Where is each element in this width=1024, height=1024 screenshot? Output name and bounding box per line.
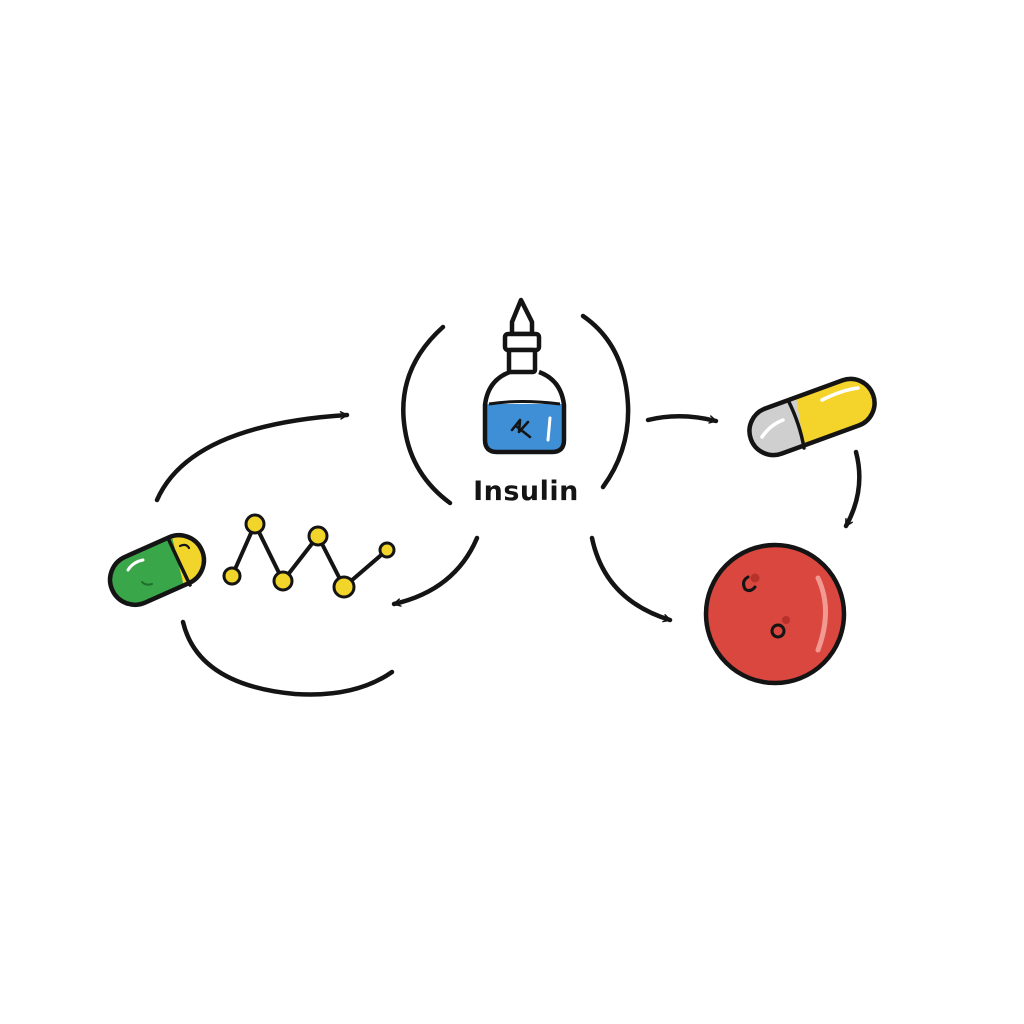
left-bracket-arc bbox=[401, 324, 453, 506]
red-cell-icon bbox=[703, 542, 847, 686]
arrow-insulin-to-pill bbox=[645, 413, 719, 424]
insulin-bottle-icon bbox=[482, 297, 567, 455]
right-bracket-arc bbox=[580, 313, 631, 490]
glucose-chain-icon bbox=[222, 513, 396, 599]
glucose-node bbox=[332, 575, 356, 599]
yellow-gray-capsule-icon bbox=[742, 372, 882, 462]
arrow-pill-to-cell bbox=[843, 449, 862, 529]
arrow-insulin-to-glucose bbox=[391, 535, 480, 607]
glucose-node bbox=[272, 570, 294, 592]
insulin-label: Insulin bbox=[473, 476, 579, 507]
glucose-node bbox=[244, 513, 266, 535]
glucose-node bbox=[307, 525, 329, 547]
arrow-insulin-to-cell bbox=[589, 535, 673, 623]
arrow-loop-to-insulin bbox=[154, 411, 350, 503]
green-yellow-capsule-icon bbox=[102, 527, 212, 613]
glucose-node bbox=[222, 566, 242, 586]
glucose-node bbox=[378, 541, 396, 559]
bottom-loop-arc bbox=[180, 619, 395, 697]
